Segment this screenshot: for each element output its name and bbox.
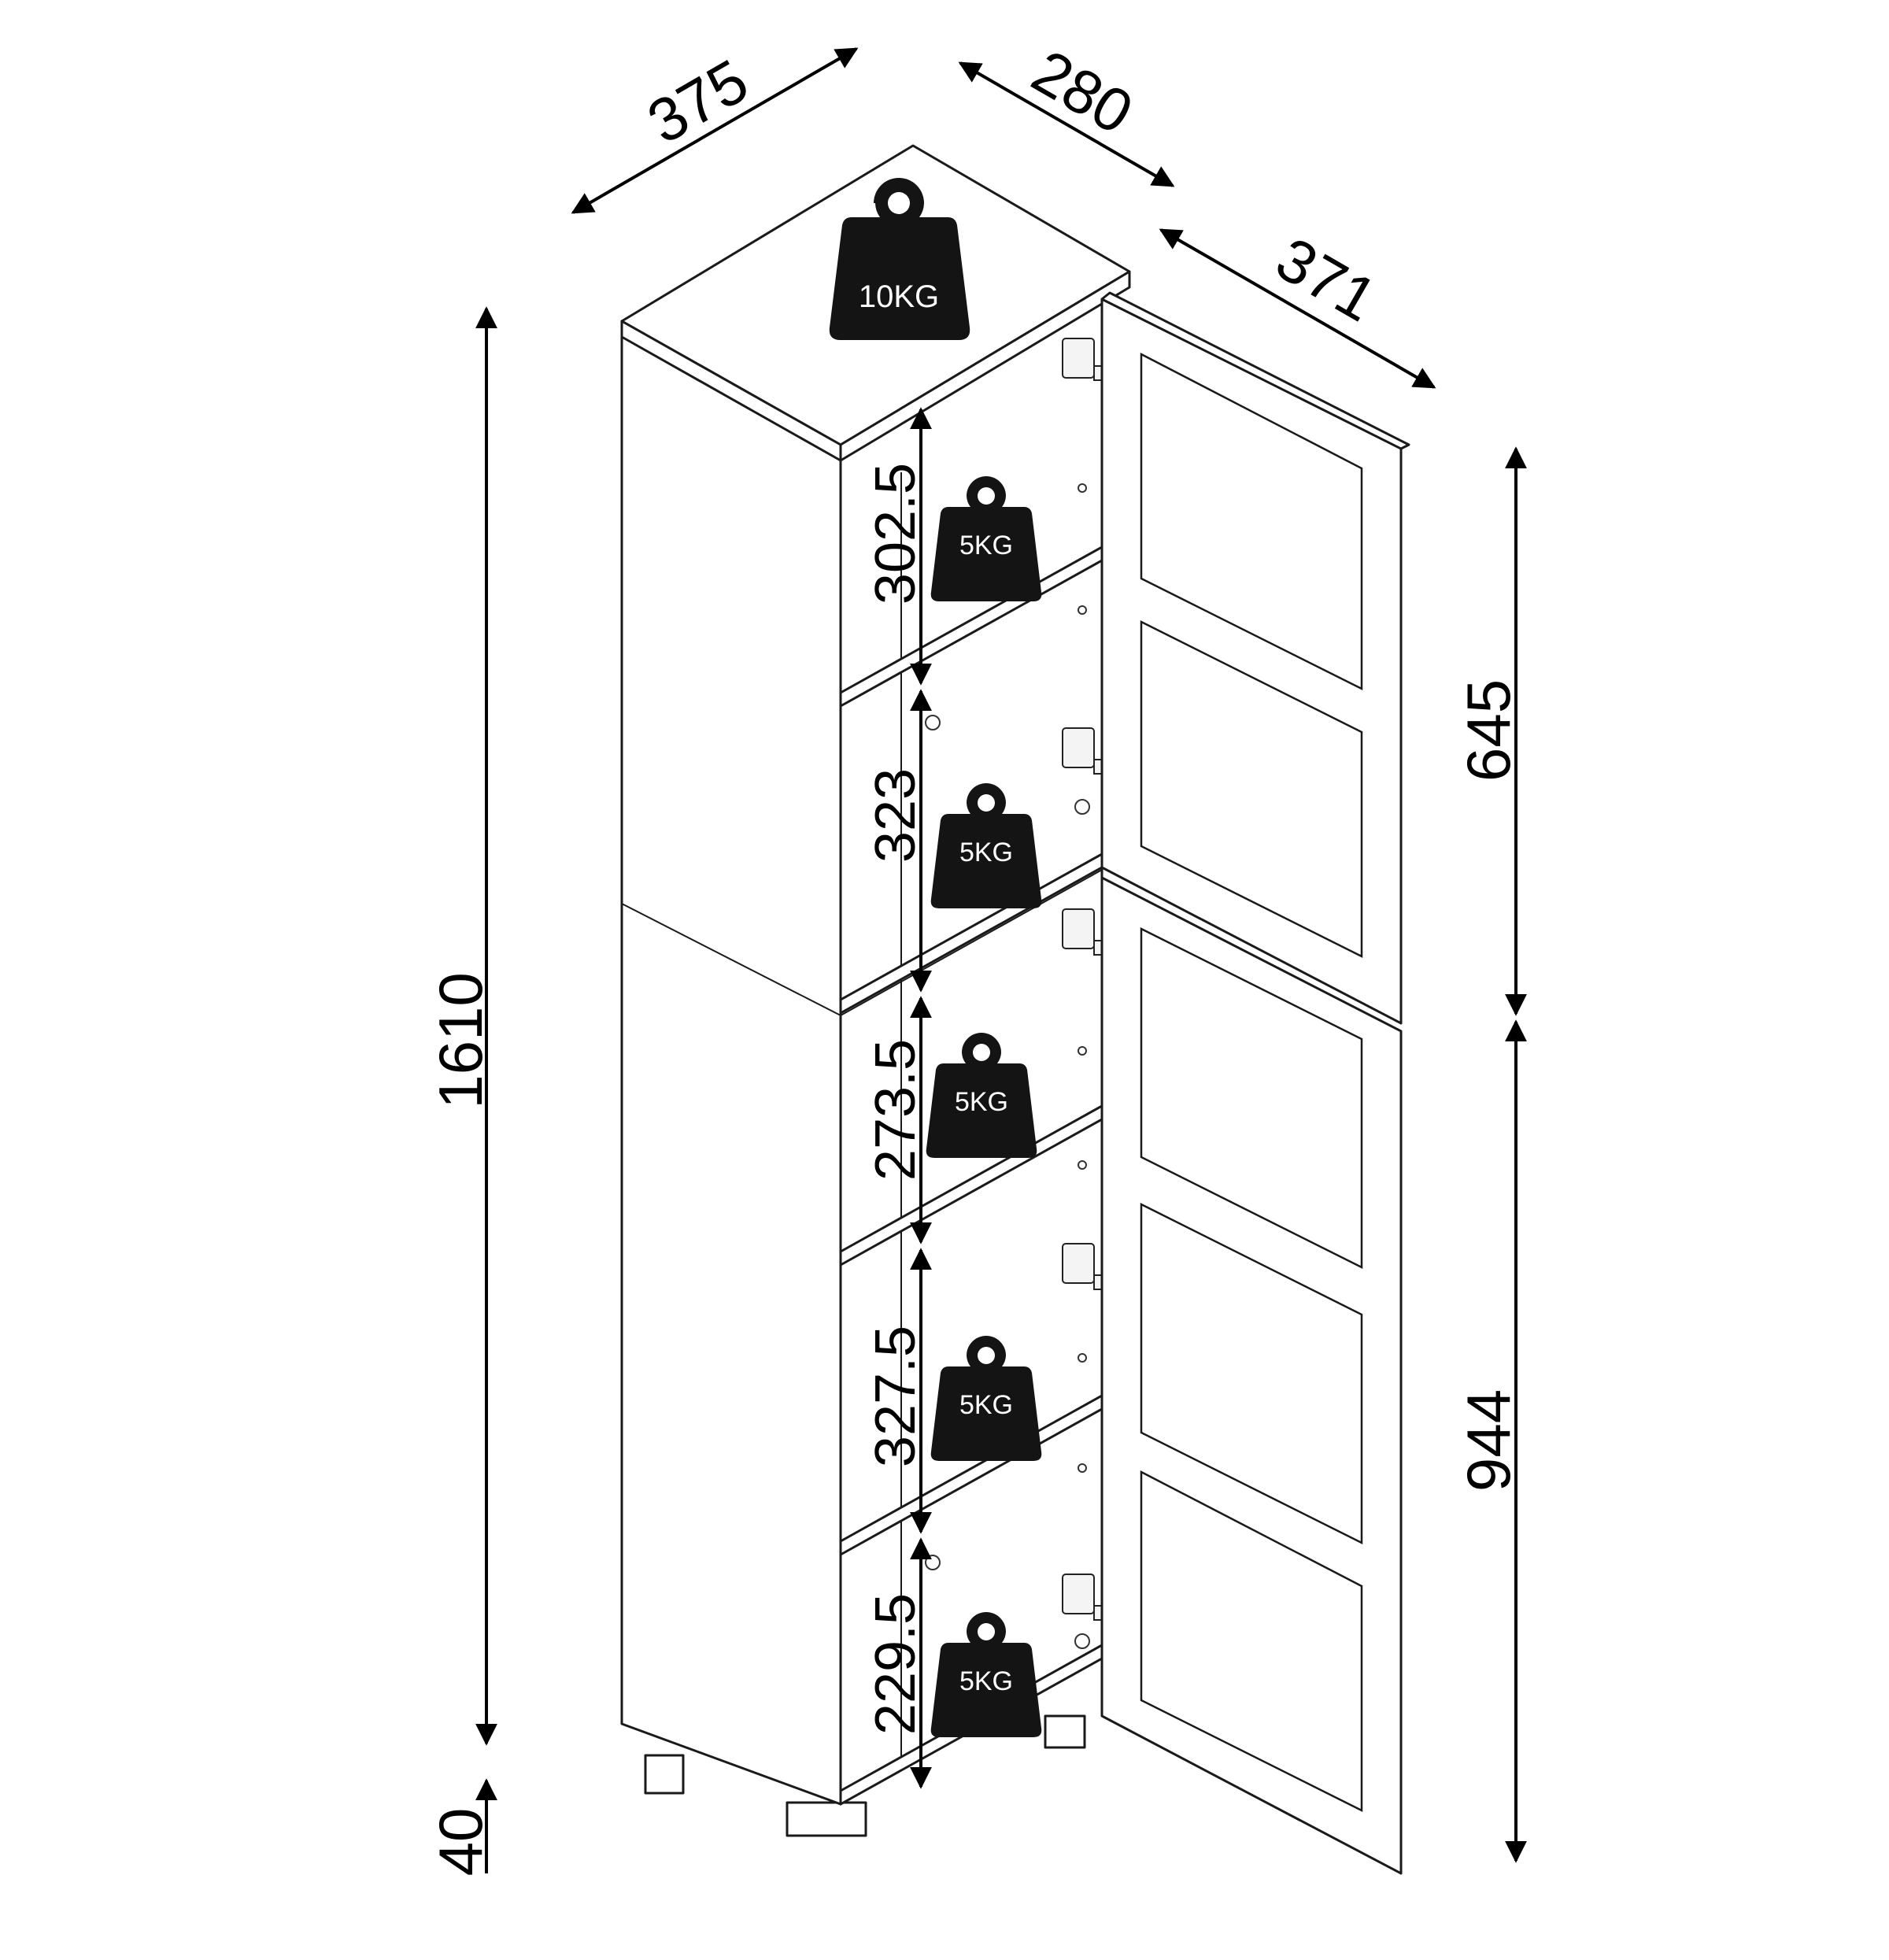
weight-icon-shelf-5: 5KG xyxy=(930,1612,1042,1737)
leg-front-left xyxy=(644,1754,685,1795)
shelf-pin-hole xyxy=(1078,1046,1087,1056)
cam-hole xyxy=(925,715,941,730)
weight-icon-top: 10KG xyxy=(829,178,970,340)
side-panel xyxy=(620,320,842,1806)
dim-width-line xyxy=(571,47,859,214)
dim-door-width-label: 371 xyxy=(1265,224,1388,335)
cam-hole xyxy=(925,1555,941,1570)
dim-leg-height-label: 40 xyxy=(426,1808,495,1877)
upper-door-panel-2 xyxy=(1140,619,1363,959)
upper-door-panel-1 xyxy=(1140,352,1363,691)
weight-label-top: 10KG xyxy=(859,279,939,314)
dim-depth-line xyxy=(958,61,1175,187)
dim-width-label: 375 xyxy=(636,46,760,157)
dimension-lines xyxy=(475,47,1527,1873)
lower-door-panel-3 xyxy=(1140,1470,1363,1813)
shelf-pin-hole xyxy=(1078,605,1087,615)
weight-label-shelf-1: 5KG xyxy=(959,531,1013,560)
shelf-pin-hole xyxy=(1078,1463,1087,1473)
leg-front-right xyxy=(786,1801,867,1837)
dim-lower-door-label: 944 xyxy=(1454,1389,1523,1492)
shelf-pin-hole xyxy=(1078,483,1087,493)
shelf-height-label-5: 229.5 xyxy=(864,1593,927,1735)
shelf-pin-hole xyxy=(1078,1160,1087,1170)
dim-depth-label: 280 xyxy=(1021,36,1144,147)
shelf-height-label-1: 302.5 xyxy=(864,463,927,605)
weight-icon-shelf-4: 5KG xyxy=(930,1336,1042,1461)
weight-icon-shelf-2: 5KG xyxy=(930,783,1042,908)
weight-label-shelf-3: 5KG xyxy=(955,1087,1008,1117)
shelf-height-label-4: 327.5 xyxy=(864,1326,927,1467)
side-panel-split xyxy=(621,903,841,1016)
dim-upper-door-label: 645 xyxy=(1454,679,1523,782)
shelf-mid-edge xyxy=(840,869,1103,1016)
dim-door-width-line xyxy=(1159,228,1436,389)
shelf-pin-hole xyxy=(1078,1353,1087,1363)
cabinet xyxy=(620,144,1410,1875)
lower-door-panel-2 xyxy=(1140,1202,1363,1545)
cam-hole xyxy=(1074,1633,1090,1649)
cam-hole xyxy=(1074,799,1090,815)
shelf-height-label-3: 273.5 xyxy=(864,1039,927,1181)
shelf-height-label-2: 323 xyxy=(864,768,927,863)
lower-door xyxy=(1100,876,1403,1875)
lower-door-panel-1 xyxy=(1140,926,1363,1270)
dim-total-height-label: 1610 xyxy=(426,972,495,1109)
weight-icon-shelf-3: 5KG xyxy=(926,1033,1037,1158)
weight-icon-shelf-1: 5KG xyxy=(930,476,1042,601)
weight-label-shelf-2: 5KG xyxy=(959,838,1013,867)
weight-icons: 10KG 5KG 5KG 5KG 5KG 5KG xyxy=(829,178,1042,1737)
weight-label-shelf-5: 5KG xyxy=(959,1666,1013,1696)
upper-door xyxy=(1100,291,1410,1025)
weight-label-shelf-4: 5KG xyxy=(959,1390,1013,1420)
leg-back xyxy=(1044,1714,1086,1749)
